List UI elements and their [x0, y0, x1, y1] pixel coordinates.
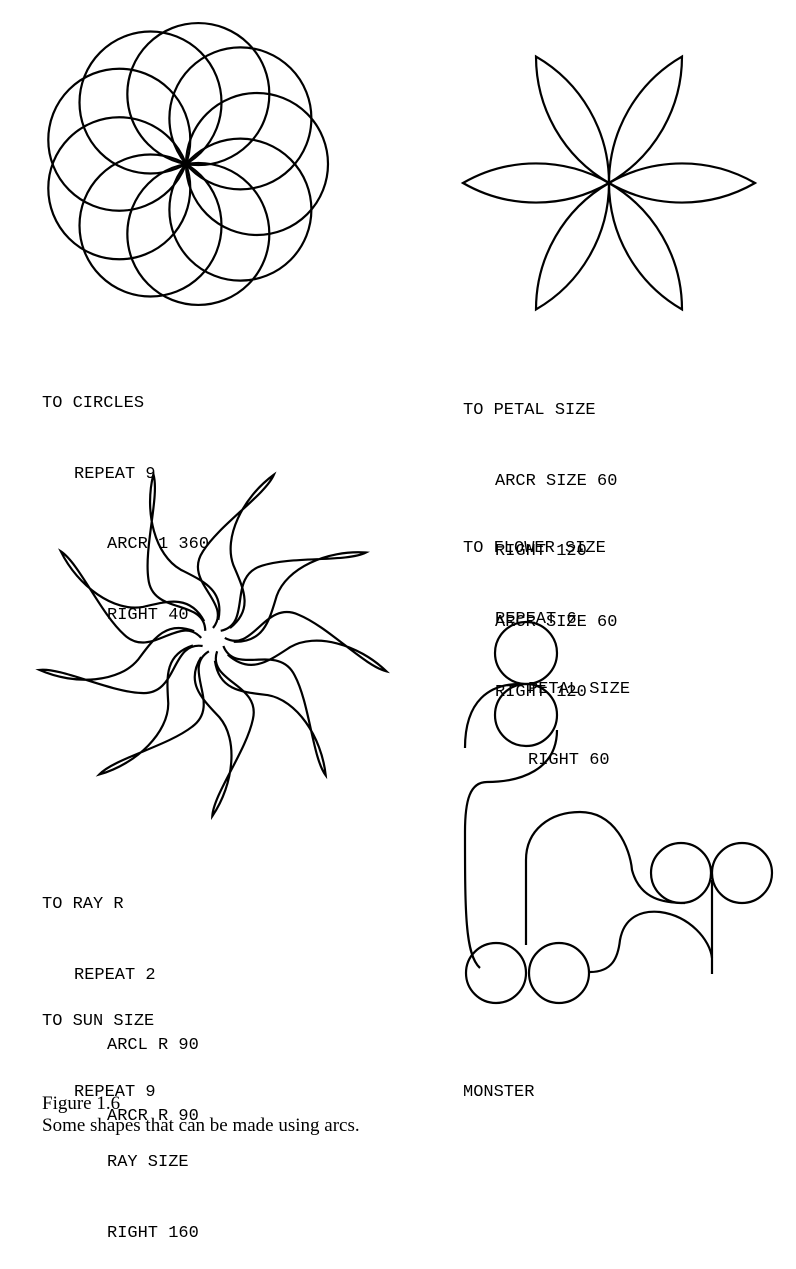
sun-ray — [213, 645, 328, 780]
petal-line-4: ARCR SIZE 60 — [495, 612, 618, 632]
circles-line-4: RIGHT 40 — [107, 605, 189, 625]
sun-line-1: TO SUN SIZE — [42, 1012, 155, 1031]
petal-program: TO PETAL SIZE ARCR SIZE 60 RIGHT 120 ARC… — [463, 352, 617, 728]
monster-neck — [463, 682, 559, 969]
monster-belly — [589, 910, 714, 974]
sun-line-2: REPEAT 9 — [74, 1082, 156, 1102]
circles-ring — [126, 21, 271, 167]
monster-foot-left — [464, 941, 528, 1005]
monster-label-text: MONSTER — [463, 1083, 535, 1102]
circles-ring — [168, 46, 313, 191]
sun-ray — [35, 626, 203, 695]
sun-drawing — [35, 470, 391, 821]
sun-ray — [95, 644, 210, 777]
circles-ring — [47, 116, 192, 261]
monster-tail-right — [710, 841, 774, 905]
figure-caption-text: Some shapes that can be made using arcs. — [42, 1115, 360, 1136]
petal-line-3: RIGHT 120 — [495, 542, 587, 561]
petal-line-2: ARCR SIZE 60 — [495, 471, 618, 491]
flower-petal — [608, 162, 758, 204]
figure-drawings — [35, 21, 774, 1005]
flower-drawing — [460, 54, 758, 312]
circles-ring — [168, 137, 313, 282]
monster-body — [524, 810, 686, 945]
sun-ray — [193, 650, 255, 821]
circles-ring — [126, 161, 271, 307]
sun-ray — [196, 471, 277, 629]
circles-line-2: REPEAT 9 — [74, 464, 156, 484]
sun-line-3: RAY SIZE — [107, 1153, 189, 1172]
ray-line-4: ARCR R 90 — [107, 1106, 199, 1126]
flower-petal — [460, 162, 610, 204]
ray-program: TO RAY R REPEAT 2 ARCL R 90 ARCR R 90 — [42, 846, 199, 1152]
flower-petal — [534, 54, 611, 184]
sun-ray — [224, 611, 391, 674]
monster-foot-right — [527, 941, 591, 1005]
circles-line-1: TO CIRCLES — [42, 394, 145, 413]
flower-line-4: RIGHT 60 — [528, 750, 610, 770]
petal-line-5: RIGHT 120 — [495, 683, 587, 702]
flower-petal — [534, 182, 611, 312]
flower-petal — [607, 182, 684, 312]
monster-drawing — [463, 620, 774, 1005]
ray-line-3: ARCL R 90 — [107, 1036, 199, 1055]
circles-ring — [47, 67, 192, 212]
ray-line-2: REPEAT 2 — [74, 965, 156, 985]
circles-drawing — [47, 21, 330, 307]
flower-line-2: REPEAT 6 — [495, 609, 577, 629]
figure-number: Figure 1.6 — [42, 1093, 121, 1114]
monster-head-bottom — [493, 682, 559, 748]
petal-line-1: TO PETAL SIZE — [463, 401, 596, 420]
flower-line-1: TO FLOWER SIZE — [463, 539, 606, 558]
circles-line-3: ARCR 1 360 — [107, 535, 210, 554]
flower-petal — [607, 54, 684, 184]
circles-ring — [78, 153, 223, 298]
monster-tail-left — [649, 841, 713, 905]
sun-ray — [220, 551, 370, 643]
sun-ray — [146, 470, 221, 631]
circles-ring — [78, 30, 223, 175]
circles-program: TO CIRCLES REPEAT 9 ARCR 1 360 RIGHT 40 — [42, 345, 209, 651]
flower-program: TO FLOWER SIZE REPEAT 6 PETAL SIZE RIGHT… — [463, 490, 630, 796]
sun-ray — [58, 548, 206, 644]
sun-line-4: RIGHT 160 — [107, 1223, 199, 1243]
ray-line-1: TO RAY R — [42, 895, 124, 914]
monster-label: MONSTER — [463, 1034, 534, 1128]
flower-line-3: PETAL SIZE — [528, 680, 631, 699]
figure-caption: Figure 1.6 Some shapes that can be made … — [42, 1093, 360, 1137]
